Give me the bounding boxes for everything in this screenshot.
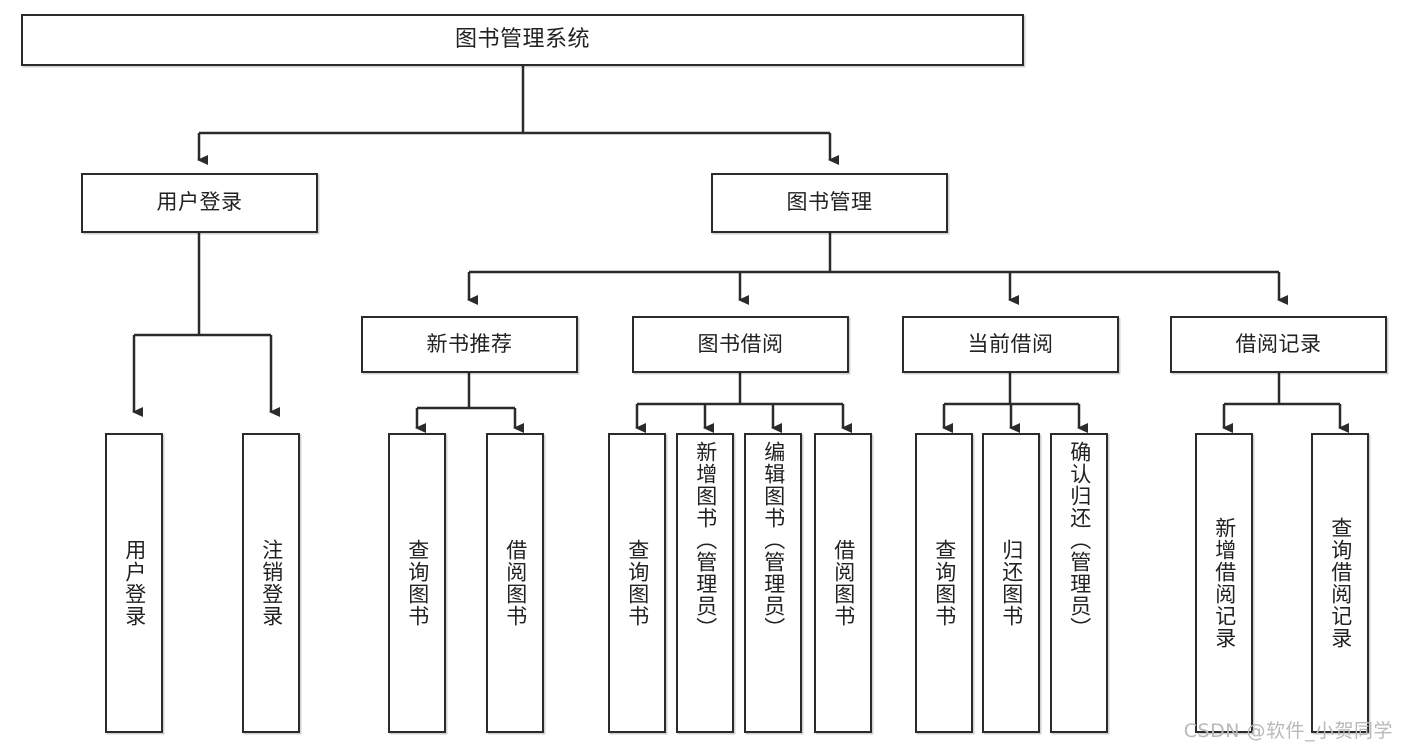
node-label: 编辑图书（管理员） <box>761 441 786 639</box>
leaf-record-add-record[interactable]: 新增借阅记录 <box>1195 433 1253 733</box>
node-label: 新书推荐 <box>426 331 513 356</box>
leaf-borrow-query-book[interactable]: 查询图书 <box>608 433 666 733</box>
node-label: 查询图书 <box>625 539 650 627</box>
node-label: 借阅记录 <box>1235 331 1322 356</box>
node-label: 图书管理 <box>786 190 873 215</box>
node-book-borrow[interactable]: 图书借阅 <box>632 316 849 373</box>
node-current-borrow[interactable]: 当前借阅 <box>902 316 1119 373</box>
node-label: 查询借阅记录 <box>1328 517 1353 649</box>
node-label: 注销登录 <box>259 539 284 627</box>
node-label: 归还图书 <box>999 539 1024 627</box>
node-label: 查询图书 <box>405 539 430 627</box>
node-book-management[interactable]: 图书管理 <box>711 173 948 233</box>
leaf-recommend-borrow-book[interactable]: 借阅图书 <box>486 433 544 733</box>
leaf-user-login-logout[interactable]: 注销登录 <box>242 433 300 733</box>
node-label: 图书借阅 <box>697 331 784 356</box>
node-label: 用户登录 <box>122 539 147 627</box>
leaf-borrow-edit-book-admin[interactable]: 编辑图书（管理员） <box>744 433 802 733</box>
node-label: 新增借阅记录 <box>1212 517 1237 649</box>
leaf-borrow-add-book-admin[interactable]: 新增图书（管理员） <box>676 433 734 733</box>
leaf-record-query-record[interactable]: 查询借阅记录 <box>1311 433 1369 733</box>
node-label: 借阅图书 <box>831 539 856 627</box>
leaf-current-confirm-return-admin[interactable]: 确认归还（管理员） <box>1050 433 1108 733</box>
node-root-system[interactable]: 图书管理系统 <box>21 14 1024 66</box>
node-label: 新增图书（管理员） <box>693 441 718 639</box>
watermark-text: CSDN @软件_小贺同学 <box>1183 720 1393 742</box>
node-label: 借阅图书 <box>503 539 528 627</box>
leaf-current-query-book[interactable]: 查询图书 <box>915 433 973 733</box>
node-label: 当前借阅 <box>967 331 1054 356</box>
node-label: 图书管理系统 <box>454 26 590 52</box>
node-label: 查询图书 <box>932 539 957 627</box>
node-user-login[interactable]: 用户登录 <box>81 173 318 233</box>
leaf-borrow-borrow-book[interactable]: 借阅图书 <box>814 433 872 733</box>
node-label: 用户登录 <box>156 190 243 215</box>
node-label: 确认归还（管理员） <box>1067 441 1092 639</box>
leaf-current-return-book[interactable]: 归还图书 <box>982 433 1040 733</box>
node-new-book-recommend[interactable]: 新书推荐 <box>361 316 578 373</box>
leaf-user-login-login[interactable]: 用户登录 <box>105 433 163 733</box>
node-borrow-record[interactable]: 借阅记录 <box>1170 316 1387 373</box>
leaf-recommend-query-book[interactable]: 查询图书 <box>388 433 446 733</box>
